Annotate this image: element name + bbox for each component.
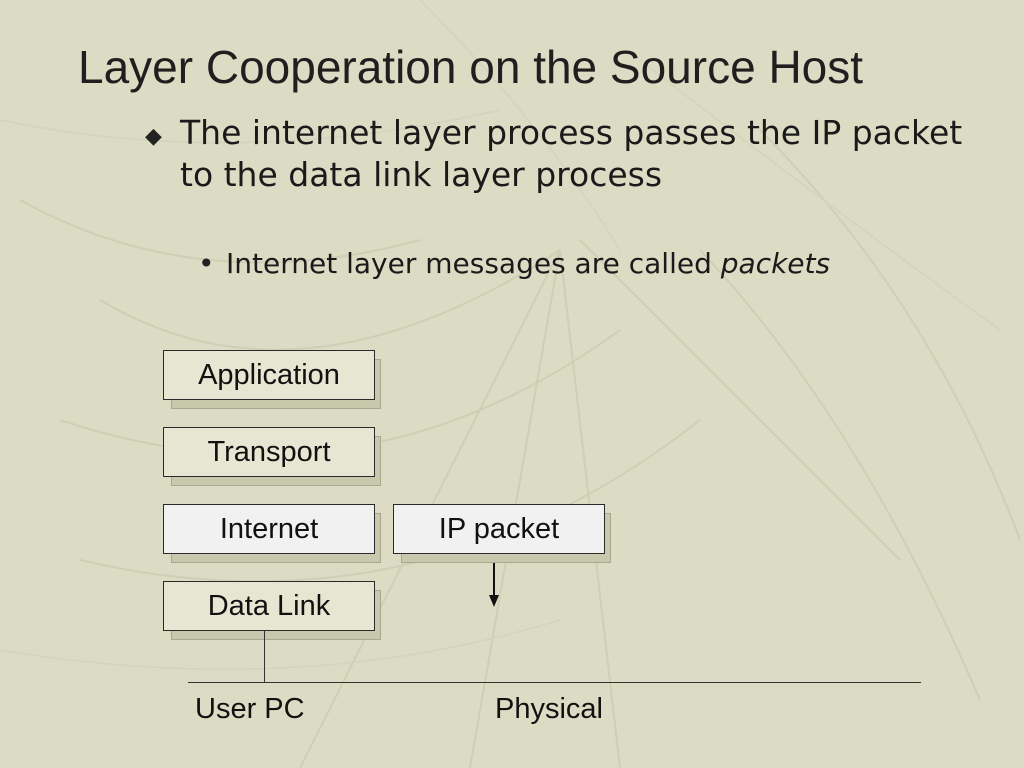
layer-data-link-label: Data Link — [163, 581, 375, 631]
host-connector-line — [264, 631, 265, 682]
layer-internet-label: Internet — [163, 504, 375, 554]
layer-internet: Internet — [163, 504, 381, 563]
dot-bullet-icon: • — [198, 247, 215, 280]
layer-application: Application — [163, 350, 381, 409]
physical-label: Physical — [495, 693, 603, 725]
sub-bullet-emphasis: packets — [720, 247, 831, 280]
arrow-down-icon — [489, 563, 499, 607]
layer-transport: Transport — [163, 427, 381, 486]
sub-bullet-text: Internet layer messages are called packe… — [226, 246, 886, 282]
main-bullet-text: The internet layer process passes the IP… — [180, 113, 963, 194]
layer-data-link: Data Link — [163, 581, 381, 640]
diamond-bullet-icon: ◆ — [145, 124, 162, 149]
layer-transport-label: Transport — [163, 427, 375, 477]
layer-application-label: Application — [163, 350, 375, 400]
sub-bullet-prefix: Internet layer messages are called — [226, 247, 721, 280]
host-label: User PC — [195, 693, 305, 725]
physical-medium-line — [188, 682, 921, 683]
slide-title: Layer Cooperation on the Source Host — [78, 41, 864, 93]
ip-packet-label: IP packet — [393, 504, 605, 554]
ip-packet: IP packet — [393, 504, 611, 563]
